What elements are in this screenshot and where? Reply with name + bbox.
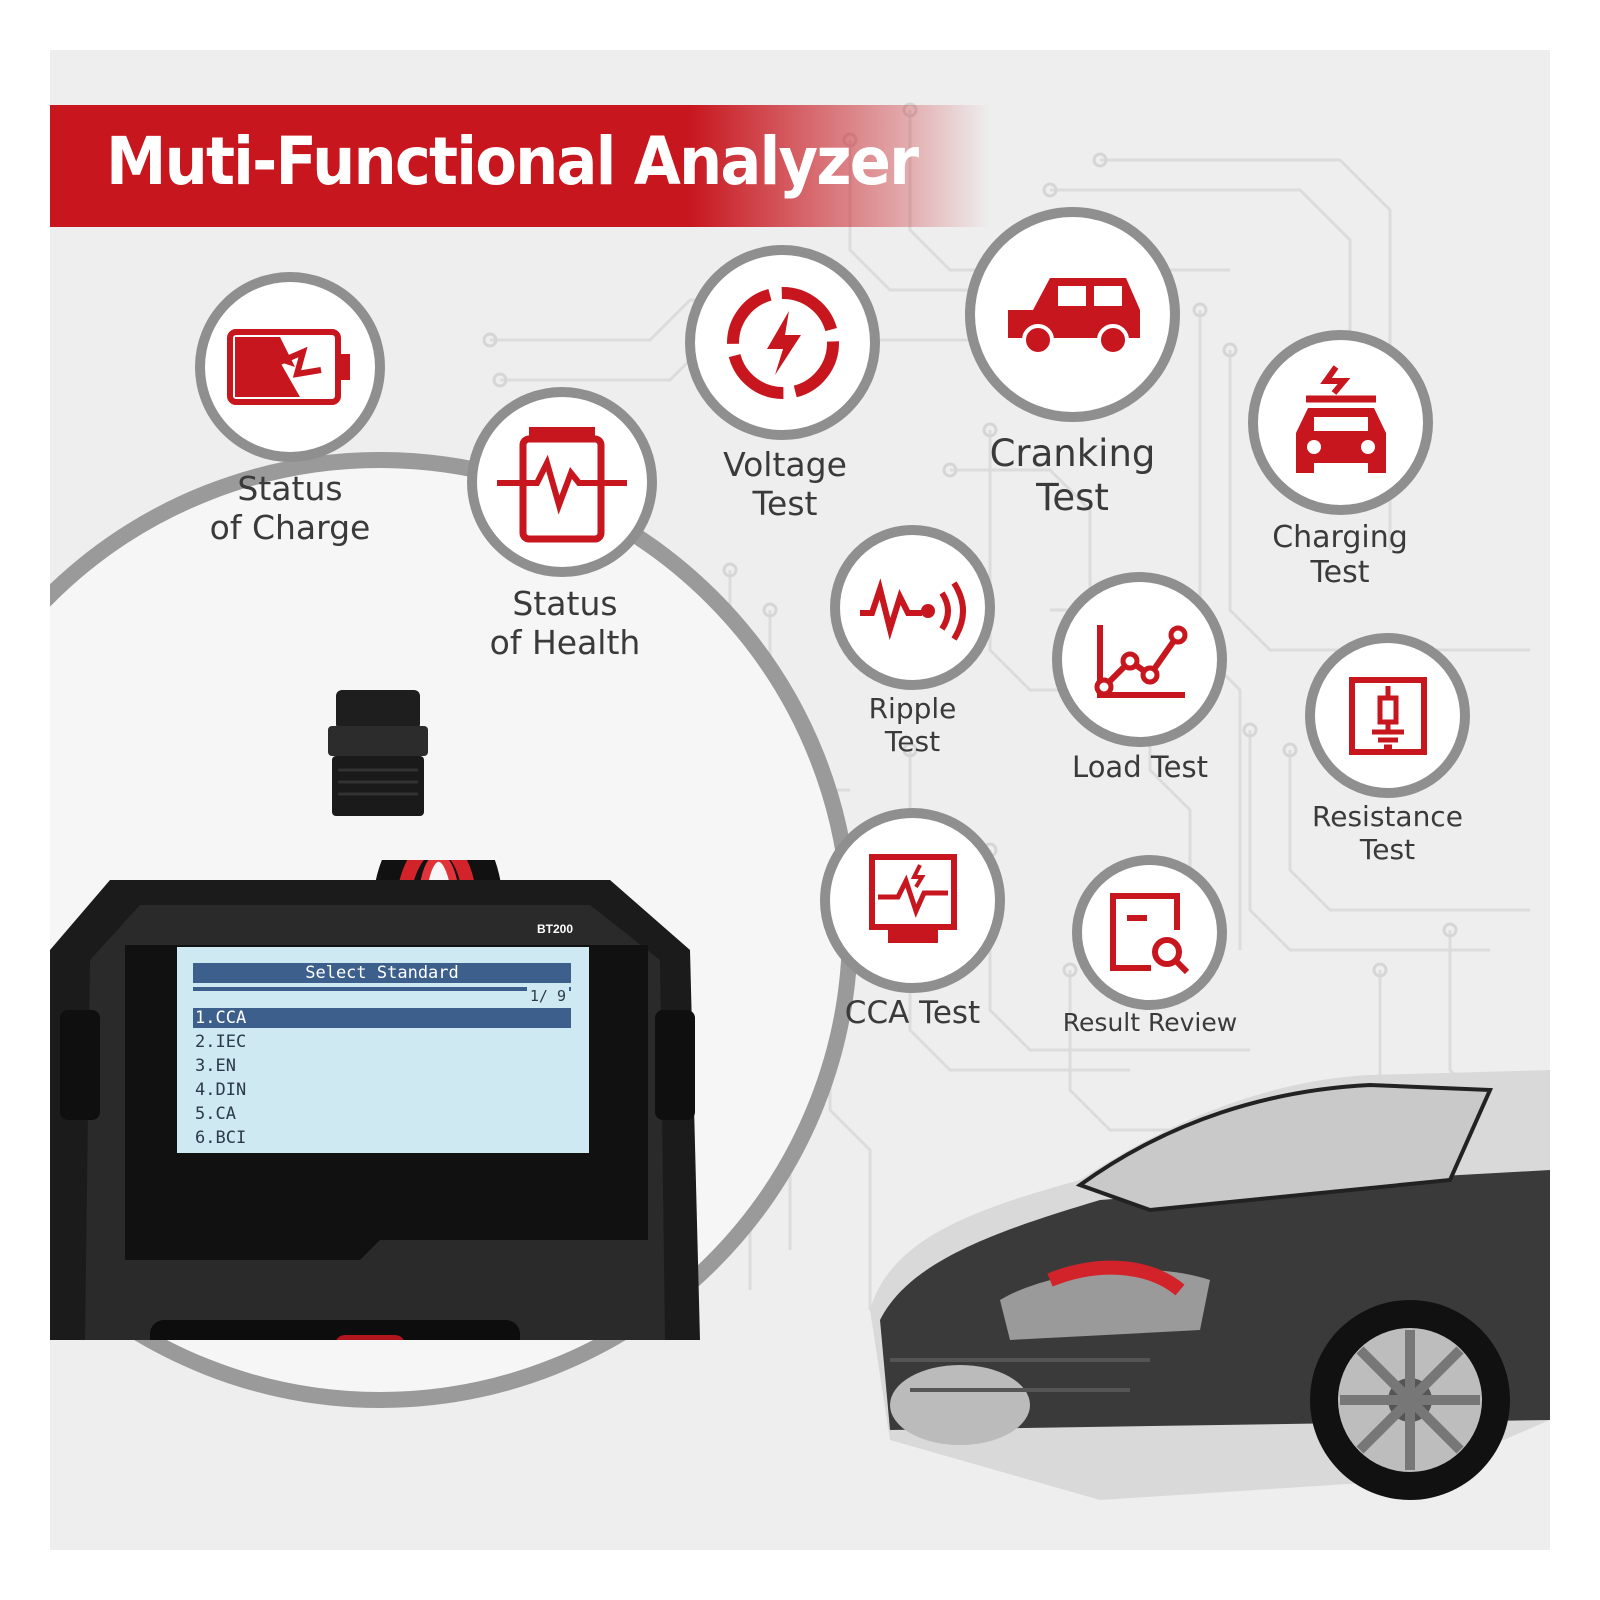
- voltage-test-icon-circle: [685, 245, 880, 440]
- screen-divider: [193, 987, 571, 991]
- voltage-bolt-icon: [726, 286, 839, 399]
- screen-page-indicator: 1/ 9: [526, 987, 569, 1005]
- screen-option[interactable]: 5.CA: [195, 1104, 236, 1124]
- cca-test-label: CCA Test: [844, 995, 981, 1031]
- status-of-charge-icon-circle: [195, 272, 385, 462]
- charging-test-icon-circle: [1248, 330, 1433, 515]
- screen-title: Select Standard: [193, 963, 571, 983]
- line-chart-icon: [1094, 624, 1187, 698]
- screen-option[interactable]: 4.DIN: [195, 1080, 247, 1100]
- document-search-icon: [1110, 893, 1190, 975]
- screen-option[interactable]: 6.BCI: [195, 1128, 247, 1148]
- ripple-test-label: Ripple Test: [868, 692, 957, 759]
- cca-test-icon-circle: [820, 808, 1005, 993]
- device-model-label: BT200: [537, 922, 574, 936]
- resistor-icon: [1348, 676, 1427, 755]
- monitor-pulse-icon: [868, 854, 957, 943]
- result-review-icon-circle: [1072, 855, 1227, 1010]
- battery-bolt-icon: [227, 329, 350, 405]
- status-of-health-icon-circle: [467, 387, 657, 577]
- battery-pulse-icon: [497, 427, 627, 543]
- feature-panel: Muti-Functional Analyzer BT200 Select St…: [50, 50, 1550, 1550]
- load-test-icon-circle: [1052, 572, 1227, 747]
- cable-connector: [328, 690, 428, 816]
- charging-test-label: Charging Test: [1272, 520, 1408, 591]
- status-of-charge-label: Status of Charge: [209, 469, 371, 547]
- cranking-test-label: Cranking Test: [989, 432, 1156, 519]
- title-banner: Muti-Functional Analyzer: [50, 105, 990, 227]
- result-review-label: Result Review: [1062, 1008, 1238, 1037]
- status-of-health-label: Status of Health: [489, 584, 641, 662]
- voltage-test-label: Voltage Test: [723, 445, 847, 523]
- resistance-test-label: Resistance Test: [1312, 800, 1463, 867]
- screen-option[interactable]: 2.IEC: [195, 1032, 247, 1052]
- ripple-wave-icon: [859, 577, 966, 641]
- car-xray-image: [870, 1070, 1550, 1500]
- screen-option-selected[interactable]: 1.CCA: [193, 1008, 571, 1028]
- cranking-test-icon-circle: [965, 207, 1180, 422]
- device-screen: Select Standard 1/ 9 1.CCA 2.IEC 3.EN 4.…: [177, 947, 589, 1153]
- car-charging-icon: [1295, 364, 1386, 473]
- load-test-label: Load Test: [1072, 750, 1208, 784]
- screen-option[interactable]: 3.EN: [195, 1056, 236, 1076]
- car-side-icon: [1007, 277, 1140, 356]
- resistance-test-icon-circle: [1305, 633, 1470, 798]
- ripple-test-icon-circle: [830, 525, 995, 690]
- banner-title: Muti-Functional Analyzer: [106, 123, 919, 200]
